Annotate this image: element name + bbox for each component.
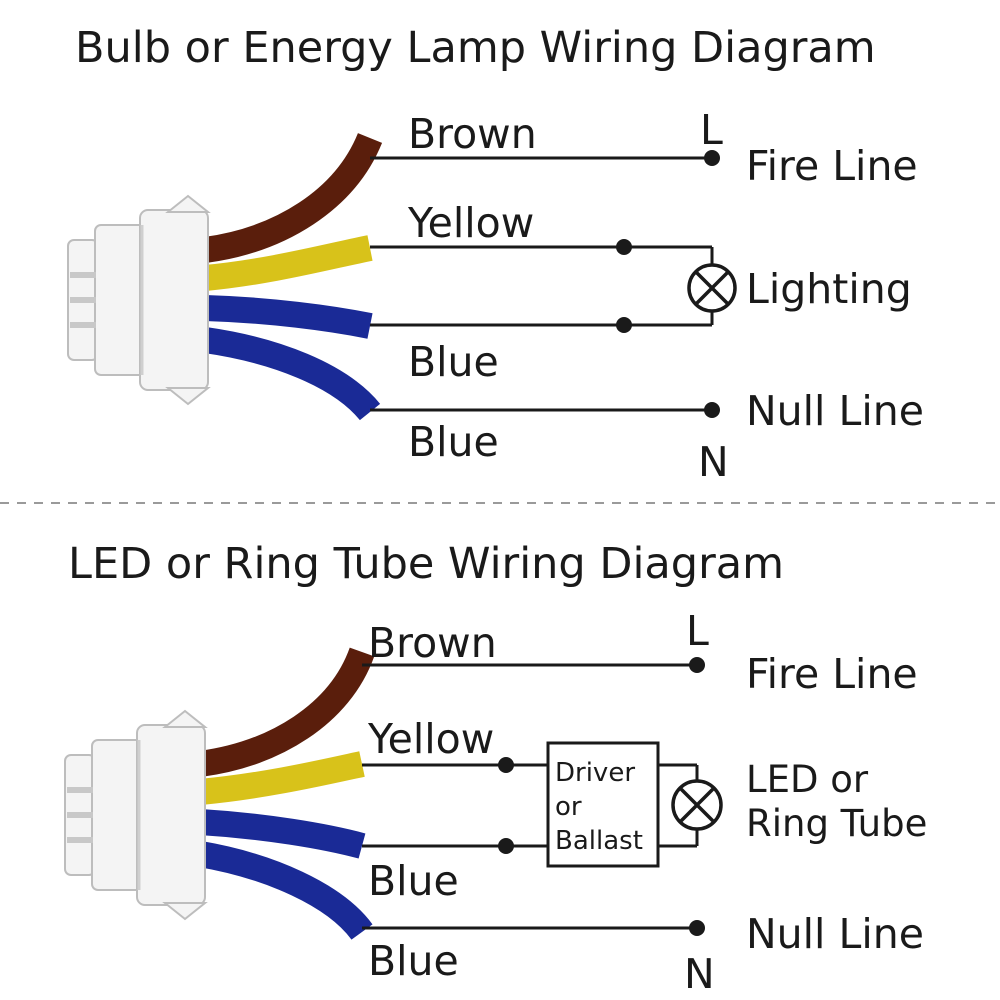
lamp-symbol-icon	[671, 779, 723, 831]
diagram2-title: LED or Ring Tube Wiring Diagram	[68, 539, 784, 589]
blue-wire-label-1: Blue	[368, 857, 459, 905]
blue-wire-label-1: Blue	[408, 338, 499, 386]
null-line-label: Null Line	[746, 387, 924, 435]
lamp-symbol-icon	[687, 263, 737, 313]
brown-wire-cable	[203, 132, 383, 263]
yellow-wire-label: Yellow	[367, 715, 494, 763]
fire-line-label: Fire Line	[746, 650, 918, 698]
led-label-line1: LED or	[746, 758, 869, 801]
led-label-line2: Ring Tube	[746, 802, 927, 845]
yellow-wire-cable	[198, 751, 365, 805]
brown-wire-label: Brown	[368, 619, 497, 667]
blue-wire-cable-1	[204, 295, 373, 339]
brown-wire-label: Brown	[408, 110, 537, 158]
driver-label-line2: or	[555, 792, 582, 822]
driver-label-line3: Ballast	[555, 826, 643, 856]
brown-wire-cable	[198, 647, 375, 777]
lighting-label: Lighting	[746, 265, 912, 313]
driver-ballast-box: Driver or Ballast	[546, 741, 660, 868]
terminal-n-label: N	[684, 950, 715, 998]
cable-bundle-1	[203, 132, 383, 421]
blue-wire-cable-2	[197, 841, 373, 941]
blue-wire-cable-1	[199, 809, 366, 859]
null-line-label: Null Line	[746, 910, 924, 958]
driver-label-line1: Driver	[555, 758, 635, 788]
cable-bundle-2	[197, 647, 375, 941]
terminal-connector-1	[67, 194, 211, 406]
diagram-bulb-energy-lamp: Bulb or Energy Lamp Wiring Diagram	[67, 23, 924, 486]
yellow-wire-label: Yellow	[407, 199, 534, 247]
terminal-l-label: L	[700, 106, 723, 154]
diagram1-title: Bulb or Energy Lamp Wiring Diagram	[75, 23, 876, 73]
yellow-wire-cable	[203, 235, 373, 291]
blue-wire-label-2: Blue	[368, 937, 459, 985]
terminal-connector-2	[64, 709, 208, 921]
terminal-n-label: N	[698, 438, 729, 486]
blue-wire-cable-2	[203, 327, 381, 421]
fire-line-label: Fire Line	[746, 142, 918, 190]
diagram-led-ring-tube: LED or Ring Tube Wiring Diagram	[64, 539, 927, 998]
blue-wire-label-2: Blue	[408, 418, 499, 466]
terminal-l-label: L	[686, 607, 709, 655]
